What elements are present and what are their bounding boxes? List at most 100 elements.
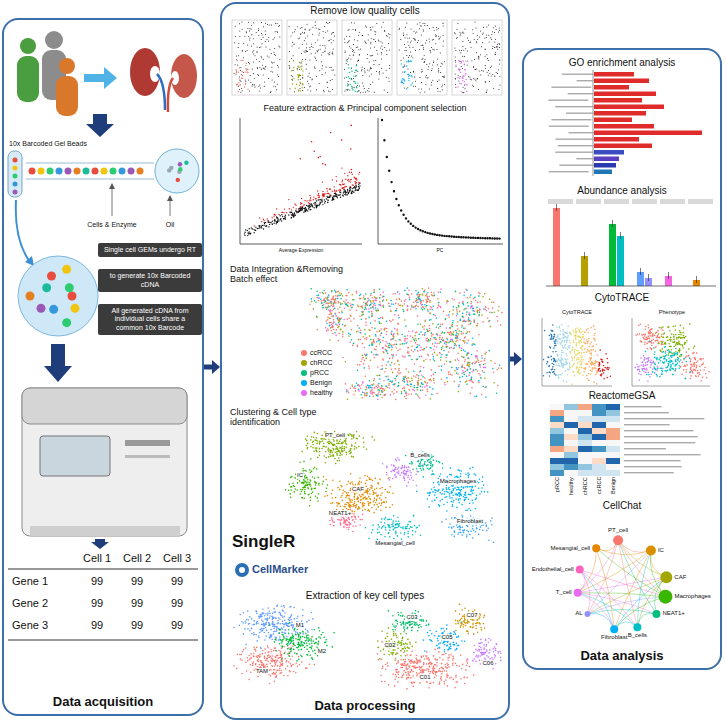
person-head (20, 38, 36, 54)
vessel (168, 78, 173, 112)
section-title: Clustering & Cell type identification (230, 407, 338, 428)
legend-row: pRCC (301, 368, 333, 378)
cell-dot (285, 458, 328, 506)
go-bar (594, 85, 629, 90)
qc-frame (287, 20, 337, 95)
pathway-mark (624, 466, 682, 467)
section-title: Remove low quality cells (310, 5, 420, 17)
sequencer-slot (125, 455, 170, 458)
heatmap-cell (578, 428, 592, 434)
error-bar (668, 272, 669, 279)
plot-axis (378, 118, 503, 244)
pathway-mark (624, 460, 681, 461)
axis-label: Average Expression (279, 248, 324, 254)
go-bar (594, 118, 632, 123)
heatmap-cell (578, 410, 592, 416)
term-mark (551, 87, 591, 88)
cluster-label: NEAT1+ (328, 510, 352, 517)
heatmap-cell (564, 434, 578, 440)
legend-swatch (301, 380, 307, 386)
cluster-label: IC (296, 472, 304, 479)
input-label: Oil (166, 221, 175, 229)
gel-bead (56, 168, 63, 175)
sequencer-base (30, 526, 180, 536)
go-bar (594, 150, 624, 155)
sequencer-slot (125, 440, 170, 446)
cell-dot (598, 349, 612, 379)
heatmap-cell (550, 452, 564, 458)
error-bar (640, 268, 641, 275)
pathway-mark (624, 430, 694, 431)
heatmap-cell (578, 416, 592, 422)
cell-type-node (660, 571, 672, 583)
facet-strip (548, 199, 573, 204)
term-mark (549, 126, 589, 127)
flow-curve (16, 200, 30, 262)
tube (8, 151, 22, 197)
gem-bead (47, 272, 56, 281)
heatmap-cell (592, 458, 606, 464)
flow-arrow (44, 344, 72, 382)
step-box: Single cell GEMs undergo RT (98, 243, 202, 257)
pointer-head (167, 195, 173, 201)
cluster-label: B_cells (409, 452, 430, 459)
person-head (45, 31, 63, 49)
legend-box: ccRCCchRCCpRCCBenignhealthy (298, 346, 336, 400)
flow-arrow (86, 114, 114, 137)
heatmap-column: healthy (568, 477, 574, 495)
abundance-bar (553, 208, 560, 286)
heatmap-cell (578, 404, 592, 410)
cell-dot (254, 125, 361, 227)
heatmap-cell (606, 452, 620, 458)
go-bar (594, 111, 646, 116)
heatmap-cell (550, 404, 564, 410)
error-bar (556, 204, 557, 211)
cell-type-label: T_cell (556, 589, 572, 596)
pathway-mark (624, 412, 669, 413)
sequencer (22, 388, 187, 536)
gem-bead (70, 304, 79, 313)
tool-name: CellMarker (252, 563, 308, 576)
legend-swatch (301, 370, 307, 376)
gel-bead (13, 182, 18, 187)
heatmap-cell (606, 446, 620, 452)
facet-strip (604, 199, 629, 204)
heatmap-cell (550, 464, 564, 470)
term-mark (555, 139, 595, 140)
table-rule (8, 569, 198, 570)
cell-dot (388, 610, 430, 635)
heatmap-cell (606, 470, 620, 476)
heatmap-cell (550, 446, 564, 452)
gem-bead (26, 292, 35, 301)
cluster-label: C01 (418, 674, 431, 681)
cell-type-node (613, 535, 623, 545)
term-mark (549, 171, 589, 172)
cell-type-label: NEAT1+ (662, 610, 684, 617)
cell-dot (455, 604, 486, 635)
cell-type-node (592, 544, 600, 552)
section-title: ReactomeGSA (589, 390, 656, 402)
person-head (59, 58, 75, 74)
pathway-mark (624, 472, 674, 473)
heatmap-cell (564, 470, 578, 476)
cluster-label: M2 (317, 648, 327, 655)
heatmap-cell (606, 458, 620, 464)
person-body (17, 56, 39, 102)
go-bar (594, 131, 702, 136)
gel-bead (101, 168, 108, 175)
cluster-label: C06 (481, 660, 494, 667)
cell-type-label: Macrophages (674, 593, 710, 600)
person-body (56, 76, 78, 116)
cell (176, 178, 180, 182)
heatmap-cell (564, 440, 578, 446)
flow-arrow (91, 539, 109, 549)
pointer-line (112, 186, 113, 216)
pathway-mark (624, 418, 704, 419)
cell-dot (234, 22, 501, 240)
tool-logo (235, 563, 249, 577)
heatmap-cell (592, 404, 606, 410)
gel-bead (92, 168, 99, 175)
heatmap-cell (592, 434, 606, 440)
heatmap-cell (564, 464, 578, 470)
heatmap-cell (550, 410, 564, 416)
